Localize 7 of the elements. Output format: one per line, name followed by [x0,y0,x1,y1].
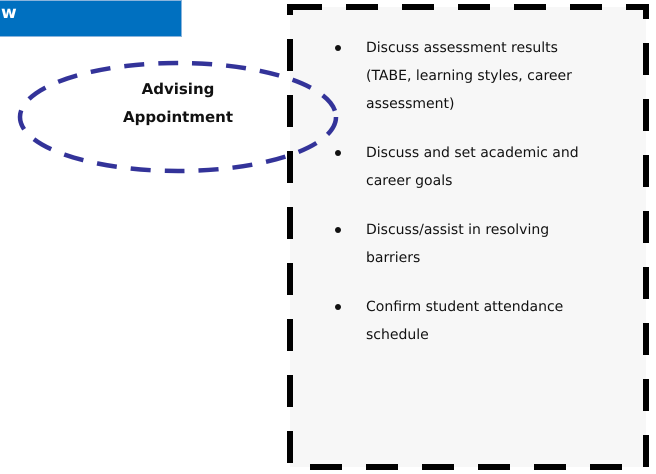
bullet-item: Discuss assessment results (TABE, learning styles, career assessment) [366,40,572,112]
title-banner [0,0,182,37]
bullet-item: Discuss and set academic and career goals [366,145,579,189]
banner-text: w [1,3,17,23]
bullet-item: Discuss/assist in resolving barriers [366,222,550,266]
bullet-item: Confirm student attendance schedule [366,299,564,343]
ellipse-label: Advising Appointment [122,79,234,128]
